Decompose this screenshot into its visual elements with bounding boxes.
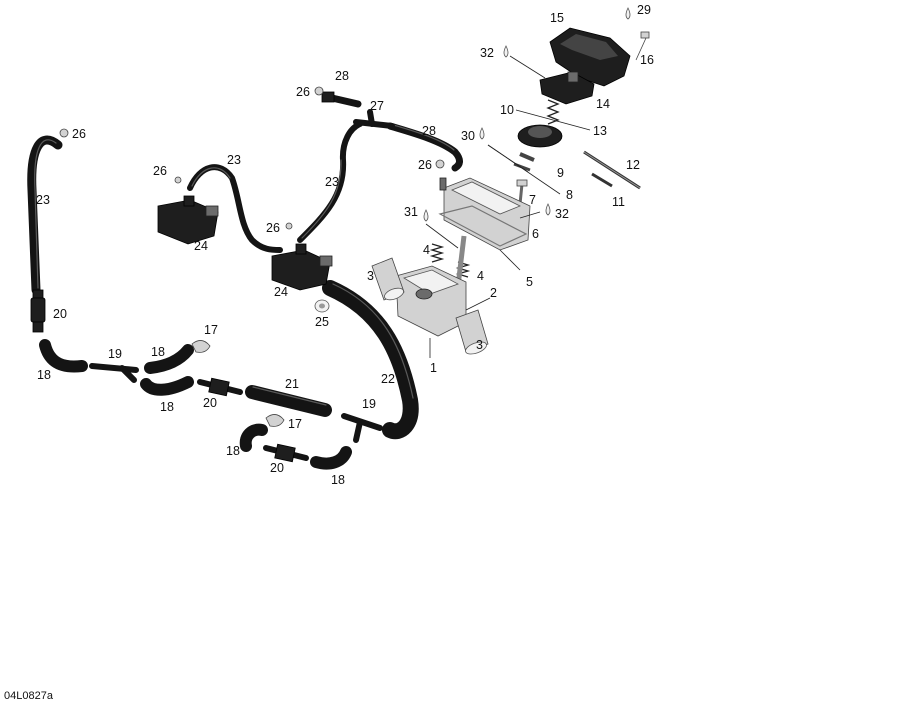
- hose-18-left: [39, 339, 88, 373]
- callout-26: 26: [418, 158, 432, 172]
- callout-20: 20: [53, 307, 67, 321]
- callout-32: 32: [480, 46, 494, 60]
- callout-17: 17: [288, 417, 302, 431]
- callout-3: 3: [476, 338, 483, 352]
- hose-22: [322, 280, 419, 440]
- callout-18: 18: [37, 368, 51, 382]
- screw-7: [516, 179, 528, 205]
- callout-12: 12: [626, 158, 640, 172]
- hose-28-upper: [328, 94, 362, 108]
- callout-1: 1: [430, 361, 437, 375]
- callout-22: 22: [381, 372, 395, 386]
- callout-10: 10: [500, 103, 514, 117]
- clamp-17: [191, 340, 285, 427]
- o-ring-11: [591, 172, 613, 188]
- hose-18-b: [140, 376, 194, 396]
- callout-26: 26: [296, 85, 310, 99]
- callout-24: 24: [274, 285, 288, 299]
- callout-18: 18: [226, 444, 240, 458]
- sleeve-3-left: [371, 257, 405, 301]
- tee-fitting-19-right: [341, 413, 383, 443]
- callout-28: 28: [335, 69, 349, 83]
- housing-6: [439, 177, 531, 251]
- callout-6: 6: [532, 227, 539, 241]
- callout-25: 25: [315, 315, 329, 329]
- hose-18-a: [144, 344, 194, 374]
- callout-17: 17: [204, 323, 218, 337]
- callout-26: 26: [153, 164, 167, 178]
- hose-21: [245, 385, 332, 417]
- callout-23: 23: [36, 193, 50, 207]
- grommet-25: [314, 299, 330, 313]
- inline-filter-20-left: [30, 289, 46, 333]
- callout-23: 23: [227, 153, 241, 167]
- solenoid-valve-24-left: [157, 195, 219, 245]
- callout-11: 11: [612, 195, 625, 209]
- callout-7: 7: [529, 193, 536, 207]
- hose-18-c: [239, 423, 268, 452]
- tee-fitting-19-left: [89, 363, 139, 383]
- callout-28: 28: [422, 124, 436, 138]
- gasket-5: [438, 205, 528, 247]
- fitting-28-top: [321, 91, 335, 103]
- hose-23-upper: [187, 164, 283, 253]
- leader-lines: [425, 55, 591, 358]
- callout-20: 20: [270, 461, 284, 475]
- callout-19: 19: [362, 397, 376, 411]
- inline-filter-20-lower: [263, 443, 309, 463]
- callout-18: 18: [151, 345, 165, 359]
- callout-27: 27: [370, 99, 384, 113]
- sleeve-3-right: [455, 309, 489, 355]
- tee-fitting-27: [353, 109, 395, 129]
- callout-18: 18: [331, 473, 345, 487]
- callout-32: 32: [555, 207, 569, 221]
- callout-19: 19: [108, 347, 122, 361]
- callout-31: 31: [404, 205, 418, 219]
- valve-body-1: [395, 265, 467, 337]
- spring-13: [546, 99, 560, 125]
- callout-4: 4: [477, 269, 484, 283]
- callout-3: 3: [367, 269, 374, 283]
- hose-28-right: [386, 122, 463, 172]
- callout-14: 14: [596, 97, 610, 111]
- diaphragm-10: [517, 124, 563, 148]
- callout-26: 26: [266, 221, 280, 235]
- callout-8: 8: [566, 188, 573, 202]
- callout-30: 30: [461, 129, 475, 143]
- callout-4: 4: [423, 243, 430, 257]
- shaft-31: [455, 235, 467, 287]
- callout-2: 2: [490, 286, 497, 300]
- diaphragm-14: [539, 71, 595, 105]
- inline-filter-20-middle: [197, 377, 243, 397]
- figure-code: 04L0827a: [4, 690, 53, 702]
- pin-9: [519, 152, 535, 162]
- solenoid-valve-24-middle: [271, 243, 333, 291]
- hose-23-middle: [297, 121, 363, 243]
- pin-8: [513, 162, 531, 172]
- cover-15: [549, 27, 631, 87]
- callout-20: 20: [203, 396, 217, 410]
- hose-18-d: [310, 446, 352, 470]
- o-ring-12: [583, 150, 641, 190]
- callout-13: 13: [593, 124, 607, 138]
- callout-9: 9: [557, 166, 564, 180]
- callout-21: 21: [285, 377, 299, 391]
- lubricant-drop-icon: [423, 7, 631, 222]
- callout-18: 18: [160, 400, 174, 414]
- spring-4-left: [429, 243, 445, 263]
- screw-16: [635, 31, 650, 61]
- callout-5: 5: [526, 275, 533, 289]
- callout-16: 16: [640, 53, 654, 67]
- callout-29: 29: [637, 3, 651, 17]
- hose-23-left: [27, 135, 63, 295]
- callout-labels: 15 29 16 32 14 10 13 28 26 27 28 30 12 9…: [36, 3, 654, 487]
- callout-15: 15: [550, 11, 564, 25]
- clamp-26: [59, 86, 445, 230]
- callout-23: 23: [325, 175, 339, 189]
- callout-26: 26: [72, 127, 86, 141]
- callout-24: 24: [194, 239, 208, 253]
